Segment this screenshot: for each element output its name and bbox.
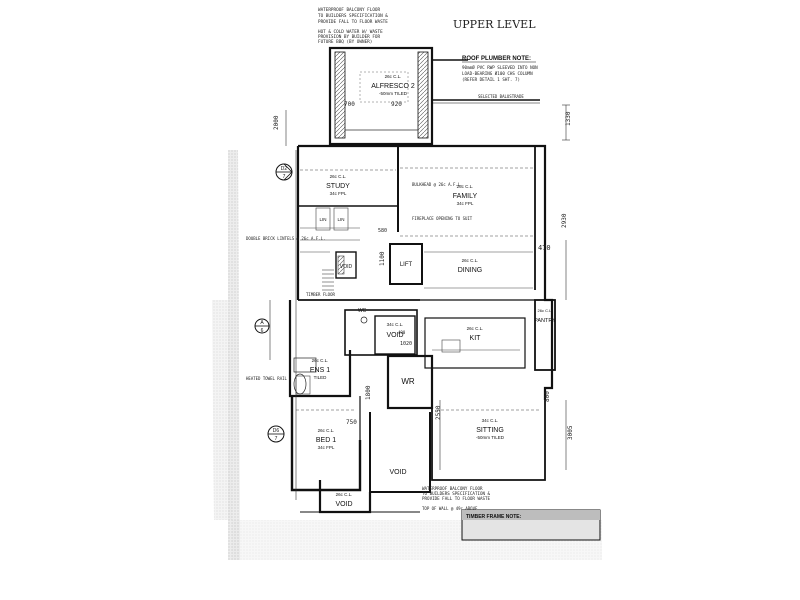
section-marker-2-top: A [260, 320, 264, 326]
room-name-lift: LIFT [400, 262, 413, 268]
dim-1800: 1800 [365, 385, 372, 400]
balcony-top-note-1: WATERPROOF BALCONY FLOOR [318, 7, 380, 13]
dim-3005: 3005 [567, 425, 574, 440]
room-sub-ens1: TILED [314, 375, 328, 380]
roof-plumber-line-1: 90mmØ PVC RWP SLEEVED INTO NON [462, 65, 538, 70]
dim-1330: 1330 [565, 111, 572, 126]
room-name-lin-2: LIN [337, 217, 344, 222]
room-ceiling-family: 26c C.L. [457, 184, 474, 189]
dim-580: 580 [378, 228, 387, 234]
room-ceiling-ens1: 26c C.L. [312, 358, 329, 363]
room-ceiling-kit: 26c C.L. [467, 326, 484, 331]
top-of-wall-note: TOP OF WALL @ 49c ABOVE [422, 506, 478, 511]
bath-fixtures [293, 316, 368, 395]
room-ceiling-bed1: 26c C.L. [318, 428, 335, 433]
section-marker-2: A 6 [254, 318, 270, 334]
room-ceiling-study: 26c C.L. [330, 174, 347, 179]
room-name-wr: WR [401, 377, 415, 386]
section-marker-1: D2 7 [275, 163, 293, 181]
room-name-study: STUDY [326, 183, 350, 190]
hot-cold-note-3: FUTURE BBQ (BY OWNER) [318, 39, 372, 45]
hot-cold-note-2: PROVISION BY BUILDER FOR [318, 34, 380, 40]
dim-750: 750 [346, 419, 357, 426]
room-sub-sitting: -50mm TILED [476, 435, 505, 440]
timber-floor-note: TIMBER FLOOR [306, 292, 335, 297]
section-marker-3: D6 7 [267, 425, 285, 443]
room-name-void-bottom: VOID [335, 501, 352, 508]
dimension-values: 1330 2000 2930 2550 470 800 700 920 1100… [273, 101, 574, 440]
room-name-bed1: BED 1 [316, 437, 336, 444]
balcony-top-note-2: TO BUILDERS SPECIFICATION & [318, 13, 388, 19]
fireplace-note: FIREPLACE OPENING TO SUIT [412, 216, 473, 221]
section-marker-1-bottom: 7 [283, 174, 286, 180]
hot-cold-note-1: HOT & COLD WATER W/ WASTE [318, 29, 383, 35]
section-marker-3-bottom: 7 [275, 436, 278, 442]
heated-towel-note: HEATED TOWEL RAIL [246, 376, 288, 381]
dim-920: 920 [391, 101, 402, 108]
balcony-bottom-note-1: WATERPROOF BALCONY FLOOR [422, 486, 483, 491]
dim-490: 490 [398, 330, 406, 335]
section-marker-3-top: D6 [273, 428, 280, 434]
dim-2930: 2930 [561, 213, 568, 228]
dimension-lines [269, 104, 570, 500]
roof-plumber-line-3: (REFER DETAIL 1 SHT. 7) [462, 77, 520, 82]
dim-2550: 2550 [435, 405, 442, 420]
room-name-alfresco: ALFRESCO 2 [371, 83, 415, 90]
scan-shadow-left-2 [212, 300, 232, 520]
roof-plumber-heading: ROOF PLUMBER NOTE: [462, 56, 531, 62]
room-name-family: FAMILY [453, 193, 478, 200]
selected-balustrade-label: SELECTED BALUSTRADE [478, 94, 524, 99]
room-name-void-small: VOID [340, 264, 353, 270]
room-ceiling-alfresco: 26c C.L. [385, 74, 402, 79]
balcony-top-note-3: PROVIDE FALL TO FLOOR WASTE [318, 19, 388, 25]
roof-plumber-line-2: LOAD-BEARING Ø100 CHS COLUMN [462, 71, 533, 76]
room-labels: 26c C.L. ALFRESCO 2 -50mm TILED 26c C.L.… [310, 74, 556, 508]
sheet-title: UPPER LEVEL [453, 18, 536, 31]
room-name-void-mid: VOID [386, 332, 403, 339]
dim-2000: 2000 [273, 115, 280, 130]
room-sub-alfresco: -50mm TILED [379, 91, 408, 96]
dim-1020: 1020 [400, 341, 412, 347]
room-name-wc: WC [358, 308, 367, 314]
balcony-bottom-note-3: PROVIDE FALL TO FLOOR WASTE [422, 496, 491, 501]
bulkhead-family-note: BULKHEAD @ 26c A.F.L. [412, 182, 463, 187]
dim-700: 700 [344, 101, 355, 108]
room-name-dining: DINING [458, 267, 483, 274]
room-sub-study: 34c FPL [330, 191, 347, 196]
dim-470: 470 [538, 244, 551, 252]
timber-frame-heading: TIMBER FRAME NOTE: [466, 514, 522, 520]
dim-800: 800 [544, 391, 551, 402]
room-ceiling-void-mid: 34c C.L. [387, 322, 404, 327]
room-sub-family: 34c FPL [457, 201, 474, 206]
section-marker-1-top: D2 [281, 166, 288, 172]
room-name-pantry: PANTRY [534, 318, 556, 324]
building-outline [288, 144, 556, 514]
room-name-kit: KIT [470, 335, 482, 342]
room-sub-bed1: 34c FPL [318, 445, 335, 450]
stair [322, 269, 334, 291]
section-marker-2-bottom: 6 [261, 328, 264, 334]
room-ceiling-dining: 26c C.L. [462, 258, 479, 263]
alfresco-block [328, 46, 468, 146]
internal-detail-lines [295, 167, 540, 411]
room-name-lin-1: LIN [319, 217, 326, 222]
room-ceiling-pantry: 26c C.L. [538, 308, 553, 313]
room-ceiling-sitting: 34c C.L. [482, 418, 499, 423]
room-name-sitting: SITTING [476, 427, 504, 434]
dim-1100: 1100 [379, 251, 386, 266]
room-name-void-lower: VOID [389, 469, 406, 476]
room-ceiling-void-bottom: 26c C.L. [336, 492, 353, 497]
scan-shadow-left [228, 150, 240, 560]
room-name-ens1: ENS 1 [310, 367, 330, 374]
balcony-bottom-note-2: TO BUILDERS SPECIFICATION & [422, 491, 491, 496]
double-brick-note: DOUBLE BRICK LINTELS @ 26c A.F.L. [246, 236, 325, 241]
